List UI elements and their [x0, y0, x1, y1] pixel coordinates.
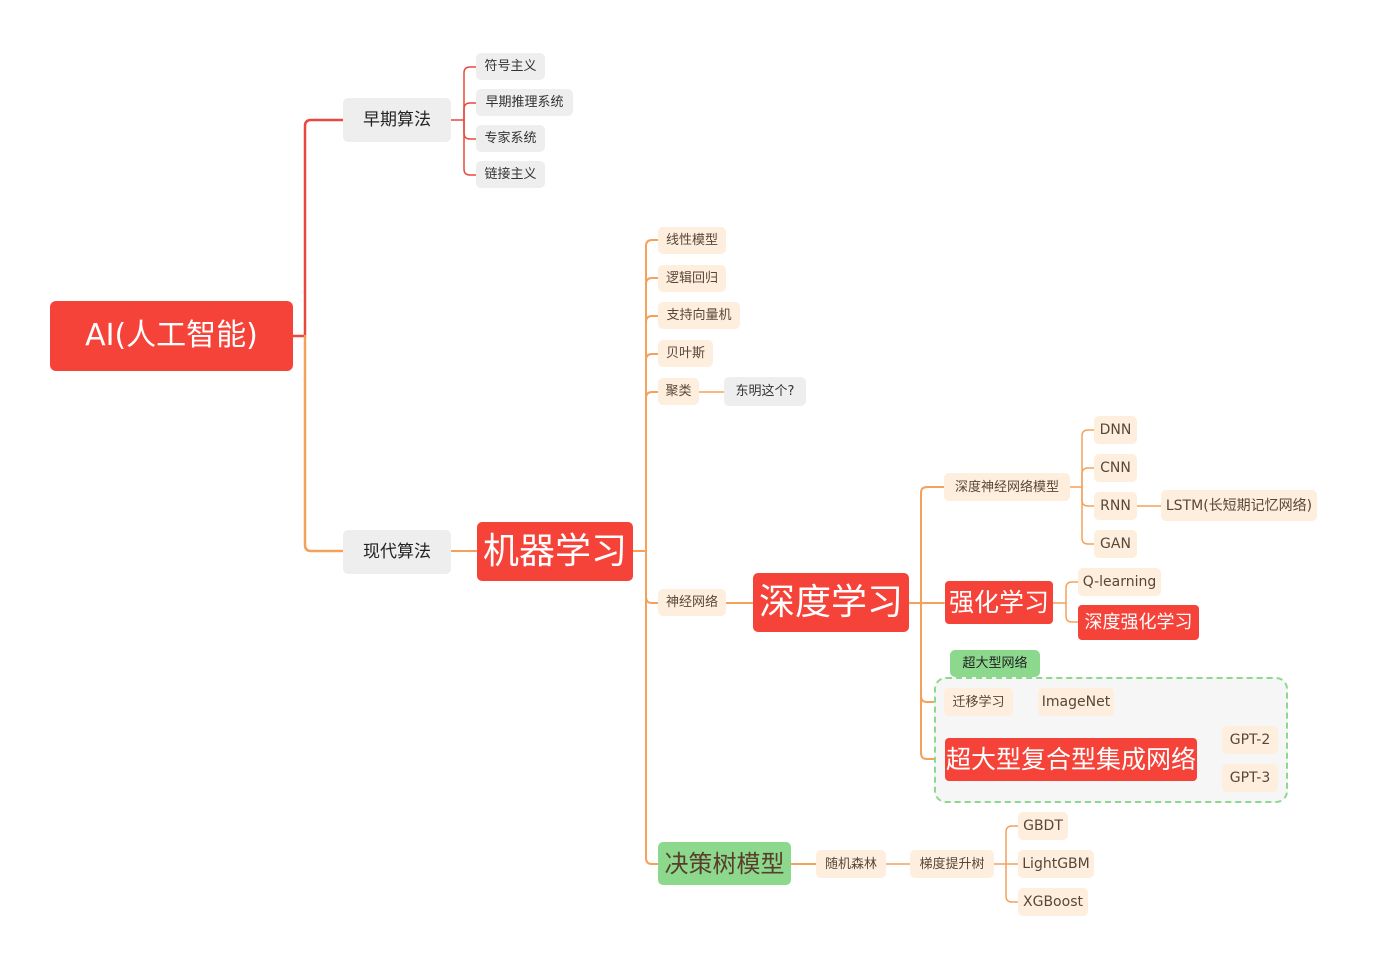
node-neural-network[interactable]: 神经网络: [658, 589, 726, 616]
node-huge-ensemble-network[interactable]: 超大型复合型集成网络: [945, 738, 1197, 781]
link-early-branch-2: [463, 119, 477, 140]
node-cnn[interactable]: CNN: [1094, 454, 1137, 482]
link-root-modern: [303, 334, 345, 553]
link-dnn-model-branch-2: [1081, 486, 1095, 507]
node-xgboost[interactable]: XGBoost: [1018, 888, 1088, 916]
node-q-learning[interactable]: Q-learning: [1078, 568, 1161, 596]
node-reinforcement-learning[interactable]: 强化学习: [945, 581, 1053, 624]
node-transfer-learning[interactable]: 迁移学习: [944, 688, 1013, 716]
node-deep-rl[interactable]: 深度强化学习: [1078, 605, 1199, 640]
node-early-reasoning[interactable]: 早期推理系统: [476, 89, 573, 116]
link-dnn-model-branch-0: [1081, 429, 1095, 488]
link-early-branch-1: [463, 102, 477, 121]
node-expert-system[interactable]: 专家系统: [476, 125, 545, 152]
link-dnn-model-branch-3: [1081, 486, 1095, 545]
node-rnn[interactable]: RNN: [1094, 492, 1137, 520]
node-machine-learning[interactable]: 机器学习: [477, 522, 633, 581]
link-dl-branch-0: [920, 486, 945, 604]
node-linear-model[interactable]: 线性模型: [658, 227, 726, 254]
node-gpt-2[interactable]: GPT-2: [1222, 726, 1278, 754]
node-lstm[interactable]: LSTM(长短期记忆网络): [1161, 490, 1317, 521]
root-node[interactable]: AI(人工智能): [50, 301, 293, 371]
link-early-branch-0: [463, 66, 477, 121]
link-ml-branch-5: [645, 550, 659, 604]
link-rl-branch-1: [1065, 602, 1079, 623]
node-dnn-model[interactable]: 深度神经网络模型: [944, 473, 1070, 501]
node-random-forest[interactable]: 随机森林: [816, 850, 886, 878]
link-rl-branch-0: [1065, 581, 1079, 604]
link-early-branch-3: [463, 119, 477, 176]
node-gan[interactable]: GAN: [1094, 530, 1137, 558]
node-connectionism[interactable]: 链接主义: [476, 161, 545, 188]
node-lightgbm[interactable]: LightGBM: [1018, 850, 1094, 878]
link-dl-branch-3: [920, 602, 945, 760]
link-ml-branch-2: [645, 315, 659, 552]
node-gpt-3[interactable]: GPT-3: [1222, 764, 1278, 792]
node-svm[interactable]: 支持向量机: [658, 302, 740, 329]
node-modern-algorithms[interactable]: 现代算法: [343, 530, 451, 574]
link-gb-branch-2: [1005, 863, 1019, 903]
link-ml-branch-4: [645, 391, 659, 552]
node-early-algorithms[interactable]: 早期算法: [343, 98, 451, 142]
node-imagenet[interactable]: ImageNet: [1038, 688, 1114, 716]
node-bayes[interactable]: 贝叶斯: [658, 340, 713, 367]
node-logistic-regression[interactable]: 逻辑回归: [658, 265, 726, 292]
node-dnn[interactable]: DNN: [1094, 416, 1137, 444]
label-huge-network[interactable]: 超大型网络: [950, 650, 1040, 677]
link-ml-branch-1: [645, 277, 659, 552]
link-root-early: [291, 118, 345, 338]
node-decision-tree[interactable]: 决策树模型: [658, 842, 791, 885]
node-deep-learning[interactable]: 深度学习: [753, 573, 909, 632]
link-ml-branch-6: [645, 550, 659, 865]
link-dnn-model-branch-1: [1081, 467, 1095, 488]
link-ml-branch-3: [645, 353, 659, 552]
node-symbolism[interactable]: 符号主义: [476, 53, 545, 80]
node-clustering[interactable]: 聚类: [658, 378, 699, 405]
node-gbdt[interactable]: GBDT: [1018, 812, 1068, 840]
node-cluster-note[interactable]: 东明这个?: [724, 377, 806, 406]
link-ml-branch-0: [645, 239, 659, 552]
link-gb-branch-0: [1005, 825, 1019, 865]
node-gradient-boosting[interactable]: 梯度提升树: [910, 850, 994, 878]
